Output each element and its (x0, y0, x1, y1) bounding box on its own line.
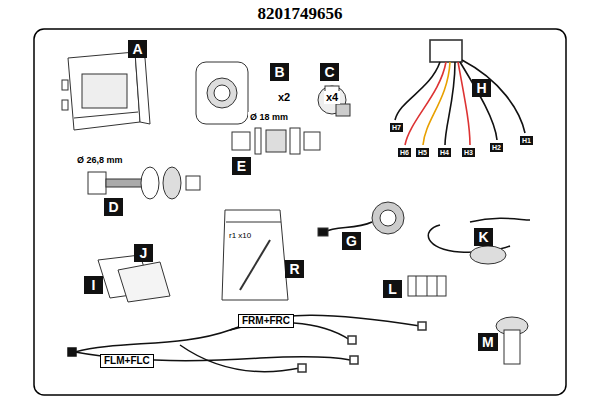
bolt-d (88, 167, 200, 199)
connector-l (408, 276, 446, 296)
wire-tag: H4 (438, 148, 451, 157)
quantity-label: x2 (276, 91, 292, 104)
bag-r (222, 210, 288, 300)
callout-letter: C (320, 63, 339, 81)
bolt-e (232, 128, 320, 154)
callout-letter: J (134, 244, 153, 262)
wire-tag: H2 (490, 143, 503, 152)
speaker-grille (196, 62, 248, 124)
button-k (428, 218, 530, 264)
harness-h (395, 40, 525, 145)
callout-letter: D (104, 198, 123, 216)
callout-letter: G (342, 232, 361, 250)
dimension-label: Ø 26,8 mm (75, 155, 125, 166)
callout-letter: A (128, 40, 147, 58)
part-number-title: 8201749656 (0, 5, 600, 22)
callout-letter: L (383, 280, 402, 298)
speaker-g (318, 202, 404, 236)
wire-tag: H1 (520, 136, 533, 145)
cable-label: FRM+FRC (238, 314, 294, 328)
callout-letter: B (270, 63, 289, 81)
callout-letter: K (474, 228, 493, 246)
kit-frame (34, 29, 566, 395)
cable-label: FLM+FLC (100, 354, 154, 368)
wire-tag: H3 (462, 148, 475, 157)
connector-c (318, 86, 350, 116)
callout-letter: R (285, 260, 304, 278)
callout-letter: H (472, 79, 491, 97)
callout-letter: E (232, 157, 251, 175)
knob-m (496, 317, 528, 364)
quantity-label: x4 (324, 91, 340, 104)
callout-letter: I (84, 276, 103, 294)
head-unit (62, 52, 150, 130)
wire-tag: H5 (416, 148, 429, 157)
callout-letter: M (478, 333, 498, 351)
quantity-label: r1 x10 (228, 232, 252, 240)
dimension-label: Ø 18 mm (248, 112, 290, 123)
wire-tag: H6 (398, 148, 411, 157)
wire-tag: H7 (390, 123, 403, 132)
sheets-ij (98, 255, 170, 302)
